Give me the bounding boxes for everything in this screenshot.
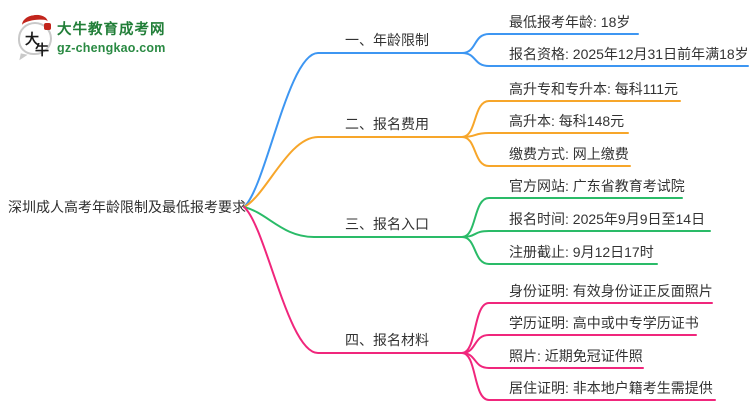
- branch-line-material: [243, 206, 463, 354]
- branch-line-age: [243, 52, 463, 208]
- leaf-residence-proof: 居住证明: 非本地户籍考生需提供: [509, 380, 713, 396]
- logo-site-url: gz-chengkao.com: [57, 41, 166, 55]
- leaf-register-deadline: 注册截止: 9月12日17时: [509, 244, 654, 260]
- leaf-line: [461, 100, 681, 138]
- leaf-line: [461, 132, 629, 138]
- leaf-fee-gaosheng: 高升专和专升本: 每科111元: [509, 81, 679, 97]
- leaf-id-proof: 身份证明: 有效身份证正反面照片: [509, 283, 713, 299]
- leaf-fee-gaoshengben: 高升本: 每科148元: [509, 113, 625, 129]
- leaf-fee-payment: 缴费方式: 网上缴费: [509, 146, 629, 162]
- leaf-line: [461, 230, 711, 238]
- leaf-line: [461, 197, 683, 238]
- leaf-photo: 照片: 近期免冠证件照: [509, 348, 643, 364]
- leaf-signup-time: 报名时间: 2025年9月9日至14日: [509, 211, 706, 227]
- logo-char-top: 大: [25, 31, 39, 47]
- leaf-qualification: 报名资格: 2025年12月31日前年满18岁: [509, 46, 749, 62]
- branch-line-fee: [243, 136, 463, 208]
- leaf-line: [461, 352, 716, 401]
- logo-red-seal: [44, 23, 51, 30]
- logo-bubble-tail: [19, 53, 28, 62]
- branch-label-age: 一、年龄限制: [345, 32, 429, 48]
- branch-line-entry: [243, 206, 463, 238]
- branch-label-entry: 三、报名入口: [345, 216, 429, 232]
- logo-site-name: 大牛教育成考网: [57, 22, 166, 38]
- site-logo[interactable]: 大 牛 大牛教育成考网 gz-chengkao.com: [12, 8, 192, 70]
- leaf-line: [461, 236, 658, 265]
- logo-char-bottom: 牛: [35, 42, 49, 58]
- leaf-min-age: 最低报考年龄: 18岁: [509, 14, 631, 30]
- leaf-edu-proof: 学历证明: 高中或中专学历证书: [509, 315, 699, 331]
- leaf-line: [461, 136, 631, 167]
- root-topic-label: 深圳成人高考年龄限制及最低报考要求: [8, 199, 246, 215]
- branch-label-fee: 二、报名费用: [345, 116, 429, 132]
- branch-label-material: 四、报名材料: [345, 332, 429, 348]
- leaf-line: [461, 334, 697, 354]
- logo-bubble-icon: 大 牛: [16, 13, 58, 62]
- leaf-line: [461, 302, 713, 354]
- leaf-line: [461, 33, 639, 54]
- leaf-line: [461, 52, 749, 67]
- leaf-official-site: 官方网站: 广东省教育考试院: [509, 178, 685, 194]
